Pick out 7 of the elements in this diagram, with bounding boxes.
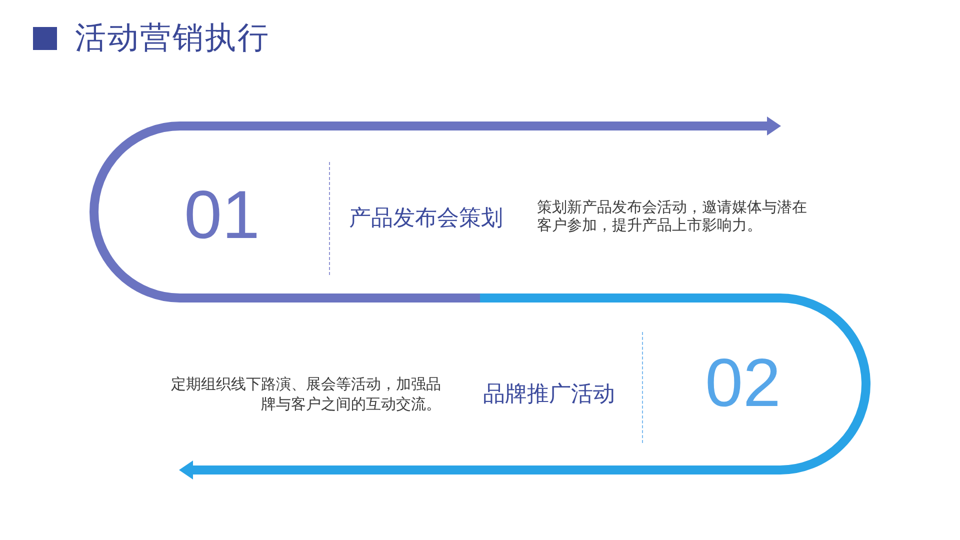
step-description: 策划新产品发布会活动，邀请媒体与潜在客户参加，提升产品上市影响力。 xyxy=(537,199,808,235)
step-number: 01 xyxy=(184,181,260,249)
step-description: 定期组织线下路演、展会等活动，加强品牌与客户之间的互动交流。 xyxy=(170,375,441,415)
step-title: 产品发布会策划 xyxy=(349,204,503,232)
step-number: 02 xyxy=(705,349,781,417)
step-title: 品牌推广活动 xyxy=(483,380,615,408)
slide-title: 活动营销执行 xyxy=(75,19,270,57)
